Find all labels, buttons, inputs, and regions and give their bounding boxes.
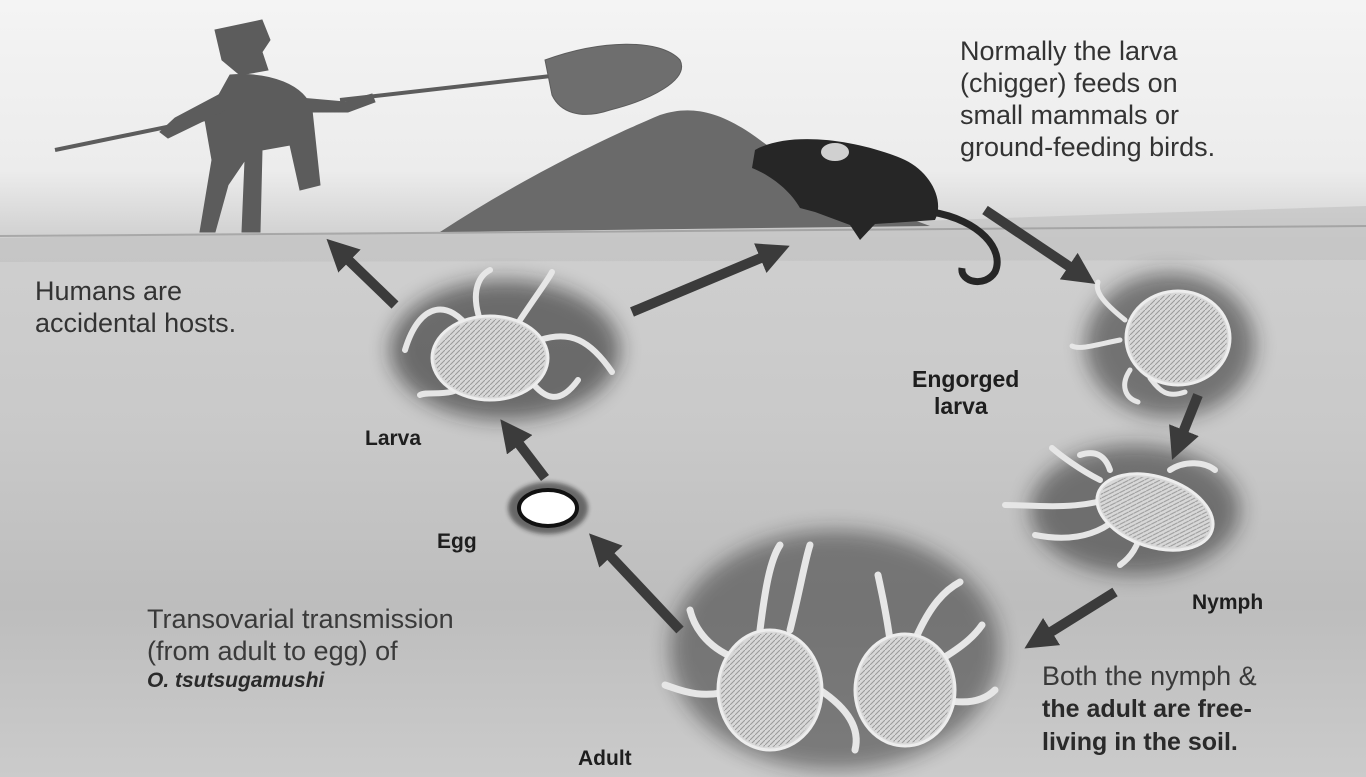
human-host-note: Humans are accidental hosts. xyxy=(35,275,236,339)
rodent-note-line-3: small mammals or xyxy=(960,99,1215,131)
rodent-note-line-2: (chigger) feeds on xyxy=(960,67,1215,99)
transovarial-line-2: (from adult to egg) of xyxy=(147,635,454,667)
soil-note-line-1: Both the nymph & xyxy=(1042,660,1257,693)
human-note-line-2: accidental hosts. xyxy=(35,307,236,339)
arrow-adult-to-egg xyxy=(600,545,680,630)
nymph-label: Nymph xyxy=(1192,591,1263,615)
arrow-nymph-to-adult xyxy=(1038,592,1115,640)
soil-note-line-2: the adult are free- xyxy=(1042,693,1257,726)
larva-label: Larva xyxy=(365,427,421,451)
free-living-note: Both the nymph & the adult are free- liv… xyxy=(1042,660,1257,759)
pathogen-name: O. tsutsugamushi xyxy=(147,665,454,697)
egg-drawing xyxy=(519,490,577,526)
engorged-larva-label: Engorged larva xyxy=(912,366,1019,420)
transovarial-note: Transovarial transmission (from adult to… xyxy=(147,603,454,697)
soil-note-line-3: living in the soil. xyxy=(1042,726,1257,759)
rodent-note-line-4: ground-feeding birds. xyxy=(960,131,1215,163)
egg-label: Egg xyxy=(437,530,477,554)
transovarial-line-1: Transovarial transmission xyxy=(147,603,454,635)
human-note-line-1: Humans are xyxy=(35,275,236,307)
engorged-label-line-2: larva xyxy=(912,393,1019,420)
rodent-host-note: Normally the larva (chigger) feeds on sm… xyxy=(960,35,1215,163)
engorged-label-line-1: Engorged xyxy=(912,366,1019,393)
arrow-egg-to-larva xyxy=(510,432,545,478)
adult-label: Adult xyxy=(578,747,632,771)
rodent-note-line-1: Normally the larva xyxy=(960,35,1215,67)
